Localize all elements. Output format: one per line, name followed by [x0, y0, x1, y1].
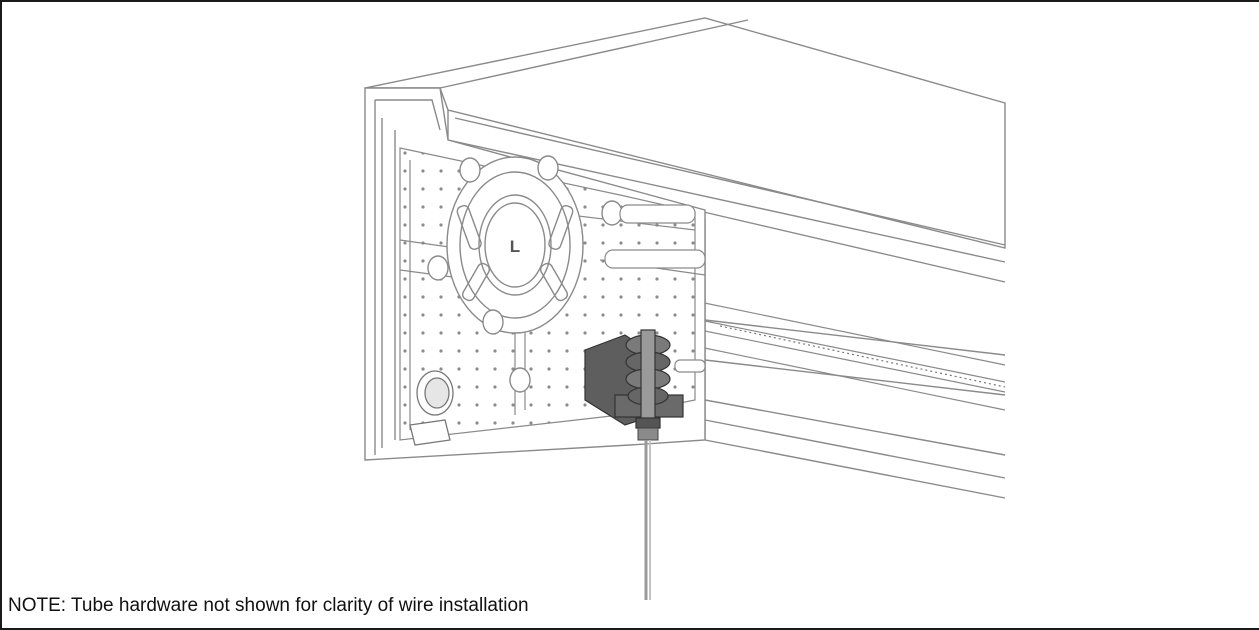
wire: [637, 427, 659, 600]
plate-slots: [604, 204, 706, 373]
screw-knob: [409, 370, 454, 446]
figure-caption: NOTE: Tube hardware not shown for clarit…: [8, 595, 529, 616]
headrail-end-illustration: L: [364, 17, 1006, 600]
headrail-body: [364, 17, 1006, 499]
wire-bracket: [584, 329, 684, 429]
plate-letter: L: [510, 237, 520, 256]
mounting-ring: [427, 155, 623, 393]
